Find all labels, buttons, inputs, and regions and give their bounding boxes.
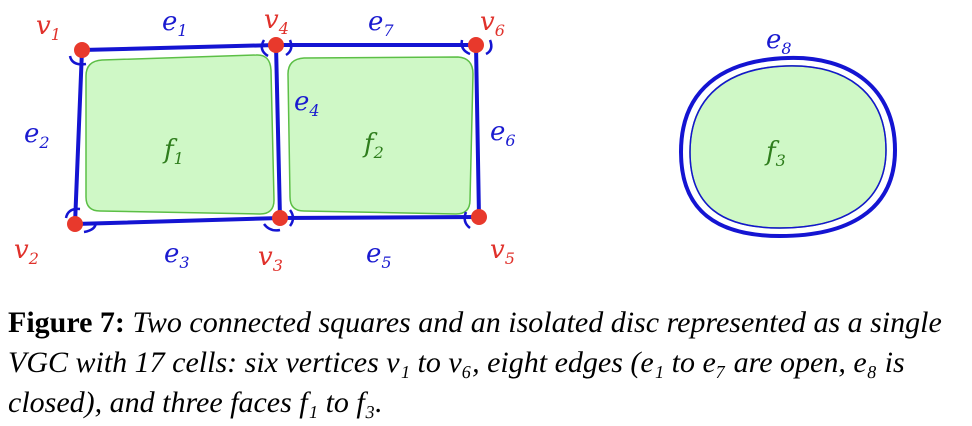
label-v3: v3 — [258, 242, 283, 275]
edge-e6 — [474, 43, 481, 219]
vertex-v4 — [268, 37, 284, 53]
vertex-v1 — [74, 42, 90, 58]
label-e6: e6 — [490, 117, 516, 150]
label-v5: v5 — [490, 235, 515, 268]
face-f2 — [287, 56, 474, 215]
edge-e8 — [678, 55, 898, 239]
vertex-v2 — [67, 216, 83, 232]
label-v1: v1 — [36, 11, 61, 44]
face-f3 — [689, 65, 887, 229]
edge-e1 — [80, 43, 278, 52]
label-e3: e3 — [164, 239, 190, 272]
edge-e5 — [278, 215, 481, 220]
label-e5: e5 — [366, 239, 392, 272]
edge-e2 — [73, 48, 84, 226]
caption-label: Figure 7: — [8, 306, 125, 339]
label-v4: v4 — [264, 5, 289, 38]
face-f1 — [85, 54, 275, 215]
label-v6: v6 — [480, 7, 505, 40]
label-v2: v2 — [14, 235, 39, 268]
label-e2: e2 — [24, 119, 50, 152]
label-e7: e7 — [368, 7, 394, 40]
edge-e4 — [274, 43, 282, 220]
vertex-v6 — [468, 37, 484, 53]
caption-text: Two connected squares and an isolated di… — [8, 306, 942, 419]
label-e8: e8 — [766, 25, 792, 58]
vertex-v5 — [471, 209, 487, 225]
label-e1: e1 — [162, 7, 188, 40]
figure-caption: Figure 7: Two connected squares and an i… — [8, 303, 968, 423]
vertex-v3 — [272, 210, 288, 226]
label-e4: e4 — [294, 87, 320, 120]
vgc-diagram: v1 v2 v3 v4 v5 v6 e1 e2 e3 e4 e5 e6 e7 e… — [14, 5, 898, 275]
edge-e3 — [73, 216, 282, 226]
